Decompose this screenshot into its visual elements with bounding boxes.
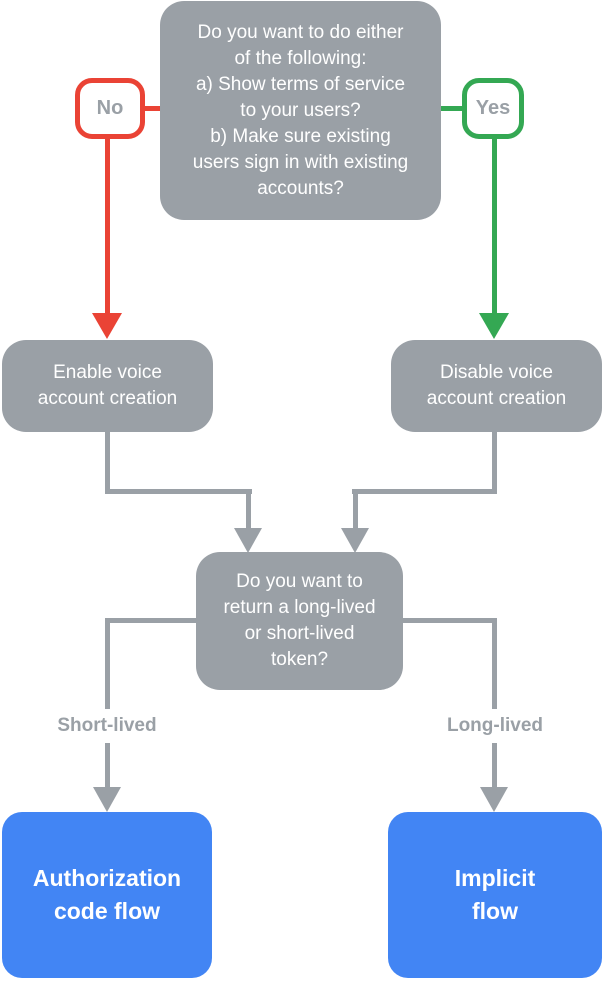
arrowhead-down-red-icon (92, 313, 122, 339)
connector-long-across (403, 618, 497, 623)
connector-yes-vertical (492, 139, 497, 313)
connector-no-horizontal (145, 106, 160, 111)
connector-disable-down (492, 432, 497, 494)
connector-enable-into-question (246, 489, 251, 529)
node-enable-voice-account: Enable voice account creation (2, 340, 213, 432)
node-implicit-flow: Implicit flow (388, 812, 602, 978)
badge-no: No (75, 78, 145, 139)
connector-yes-horizontal (441, 106, 462, 111)
connector-disable-across (352, 489, 497, 494)
arrowhead-short-icon (93, 787, 121, 812)
arrowhead-merge-right-icon (341, 528, 369, 553)
connector-enable-down (105, 432, 110, 494)
label-short-lived: Short-lived (22, 709, 192, 743)
arrowhead-long-icon (480, 787, 508, 812)
node-question-terms: Do you want to do either of the followin… (160, 1, 441, 220)
arrowhead-down-green-icon (479, 313, 509, 339)
connector-enable-across (105, 489, 252, 494)
badge-yes: Yes (462, 78, 524, 139)
connector-short-across (105, 618, 196, 623)
node-question-token: Do you want to return a long-lived or sh… (196, 552, 403, 690)
label-long-lived: Long-lived (410, 709, 580, 743)
arrowhead-merge-left-icon (234, 528, 262, 553)
connector-disable-into-question (353, 489, 358, 529)
connector-short-down (105, 618, 110, 788)
node-authorization-code-flow: Authorization code flow (2, 812, 212, 978)
connector-no-vertical (105, 139, 110, 313)
node-disable-voice-account: Disable voice account creation (391, 340, 602, 432)
connector-long-down (492, 618, 497, 788)
